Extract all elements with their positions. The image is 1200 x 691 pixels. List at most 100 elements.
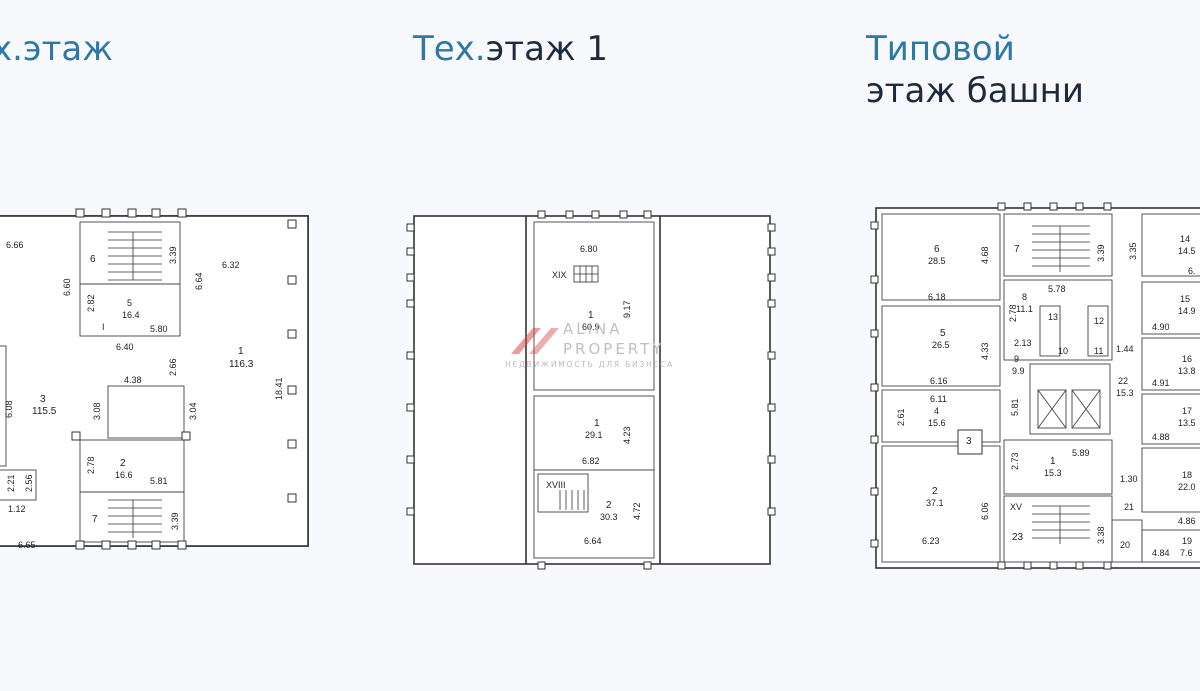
label: 1.30 [1120, 474, 1138, 484]
label: 4.88 [1152, 432, 1170, 442]
label: 6.82 [582, 456, 600, 466]
label: XIX [552, 270, 567, 280]
floor-title-right-line1: Типовой [866, 29, 1015, 69]
label: 11 [1094, 346, 1103, 356]
floor-title-right-line2: этаж башни [866, 71, 1084, 111]
label: I [102, 322, 105, 332]
label: 2.78 [1008, 304, 1018, 322]
label: XV [1010, 502, 1022, 512]
label: 5.89 [1072, 448, 1090, 458]
label: 3.39 [168, 246, 178, 264]
label: 4.72 [632, 502, 642, 520]
label: 9 [1014, 354, 1019, 364]
label: 16 [1182, 354, 1192, 364]
label: 5.81 [1010, 398, 1020, 416]
label: 3.39 [1096, 244, 1106, 262]
label: 4.38 [124, 375, 142, 385]
watermark-name-line1: ALINA [563, 320, 623, 338]
label: 22.0 [1178, 482, 1196, 492]
label: 15.3 [1044, 468, 1062, 478]
label: 4.33 [980, 342, 990, 360]
label: 14.9 [1178, 306, 1196, 316]
label: 6.64 [584, 536, 602, 546]
label: 2.56 [24, 474, 34, 492]
floor-plan-middle: 6.80 XIX 1 60.9 9.17 1 29.1 4.23 6.82 XV… [406, 210, 776, 570]
label: 20 [1120, 540, 1130, 550]
label: 2 [932, 486, 938, 497]
label: 18.41 [274, 377, 284, 400]
label: 2.82 [86, 294, 96, 312]
label: 23 [1012, 532, 1024, 543]
label: 9.17 [622, 300, 632, 318]
label: 5.78 [1048, 284, 1066, 294]
label: 5 [940, 328, 946, 339]
label: 1.44 [1116, 344, 1134, 354]
label: 116.3 [229, 359, 254, 370]
label: 6.32 [222, 260, 240, 270]
label: 2 [120, 458, 126, 469]
label: 6.11 [930, 394, 947, 404]
label: 6.06 [980, 502, 990, 520]
label: 3.35 [1128, 242, 1138, 260]
label: 2.21 [6, 474, 16, 492]
label: 4 [934, 406, 939, 416]
label: 3.04 [188, 402, 198, 420]
label: 6. [1188, 266, 1196, 276]
label: 2.61 [896, 408, 906, 426]
label: 1 [238, 346, 244, 357]
label: 29.1 [585, 430, 603, 440]
label: 5.80 [150, 324, 168, 334]
label: 10 [1058, 346, 1068, 356]
label: 4.68 [980, 246, 990, 264]
label: 2.73 [1010, 452, 1020, 470]
label: 16.6 [115, 470, 133, 480]
label: 12 [1094, 316, 1104, 326]
label: 60.9 [582, 322, 600, 332]
label: 6.65 [18, 540, 36, 550]
label: 13.5 [1178, 418, 1196, 428]
label: 17 [1182, 406, 1192, 416]
floor-plan-right: 6 28.5 4.68 7 3.39 3.35 14 14.5 6. 6.18 … [870, 202, 1200, 570]
label: 5 [127, 298, 132, 308]
label: 6 [934, 244, 940, 255]
label: 6.08 [4, 400, 14, 418]
label: 1 [594, 418, 600, 429]
label: 2 [606, 500, 612, 511]
label: 28.5 [928, 256, 946, 266]
label: 13 [1048, 312, 1058, 322]
label: 11.1 [1016, 304, 1033, 314]
label: XVIII [546, 480, 566, 490]
label: 37.1 [926, 498, 944, 508]
label: 15.3 [1116, 388, 1134, 398]
label: 13.8 [1178, 366, 1196, 376]
label: 19 [1182, 536, 1192, 546]
label: 6.40 [116, 342, 134, 352]
label: 6.80 [580, 244, 598, 254]
label: 2.78 [86, 456, 96, 474]
label: 18 [1182, 470, 1192, 480]
watermark-logo-icon [511, 328, 559, 354]
label: 5.81 [150, 476, 168, 486]
label: 6.66 [6, 240, 24, 250]
watermark-name-line2: PROPERTY [563, 340, 665, 358]
label: 2.66 [168, 358, 178, 376]
label: 6 [90, 254, 96, 265]
label: 2.13 [1014, 338, 1032, 348]
label: 3.08 [92, 402, 102, 420]
label: 1.12 [8, 504, 26, 514]
label: 22 [1118, 376, 1128, 386]
label: 16.4 [122, 310, 140, 320]
label: 30.3 [600, 512, 618, 522]
watermark-tagline: НЕДВИЖИМОСТЬ ДЛЯ БИЗНЕСА [505, 360, 675, 369]
label: 9.9 [1012, 366, 1025, 376]
label: 1 [588, 310, 594, 321]
floor-plan-left: 6.66 6.60 2.82 6 3.39 6.64 6.32 5 16.4 5… [0, 208, 309, 550]
label: 115.5 [32, 406, 57, 417]
label: 6.16 [930, 376, 948, 386]
label: 1 [1050, 456, 1056, 467]
label: 3 [40, 394, 46, 405]
label: 4.86 [1178, 516, 1196, 526]
label: 26.5 [932, 340, 950, 350]
label: 7 [92, 514, 98, 525]
